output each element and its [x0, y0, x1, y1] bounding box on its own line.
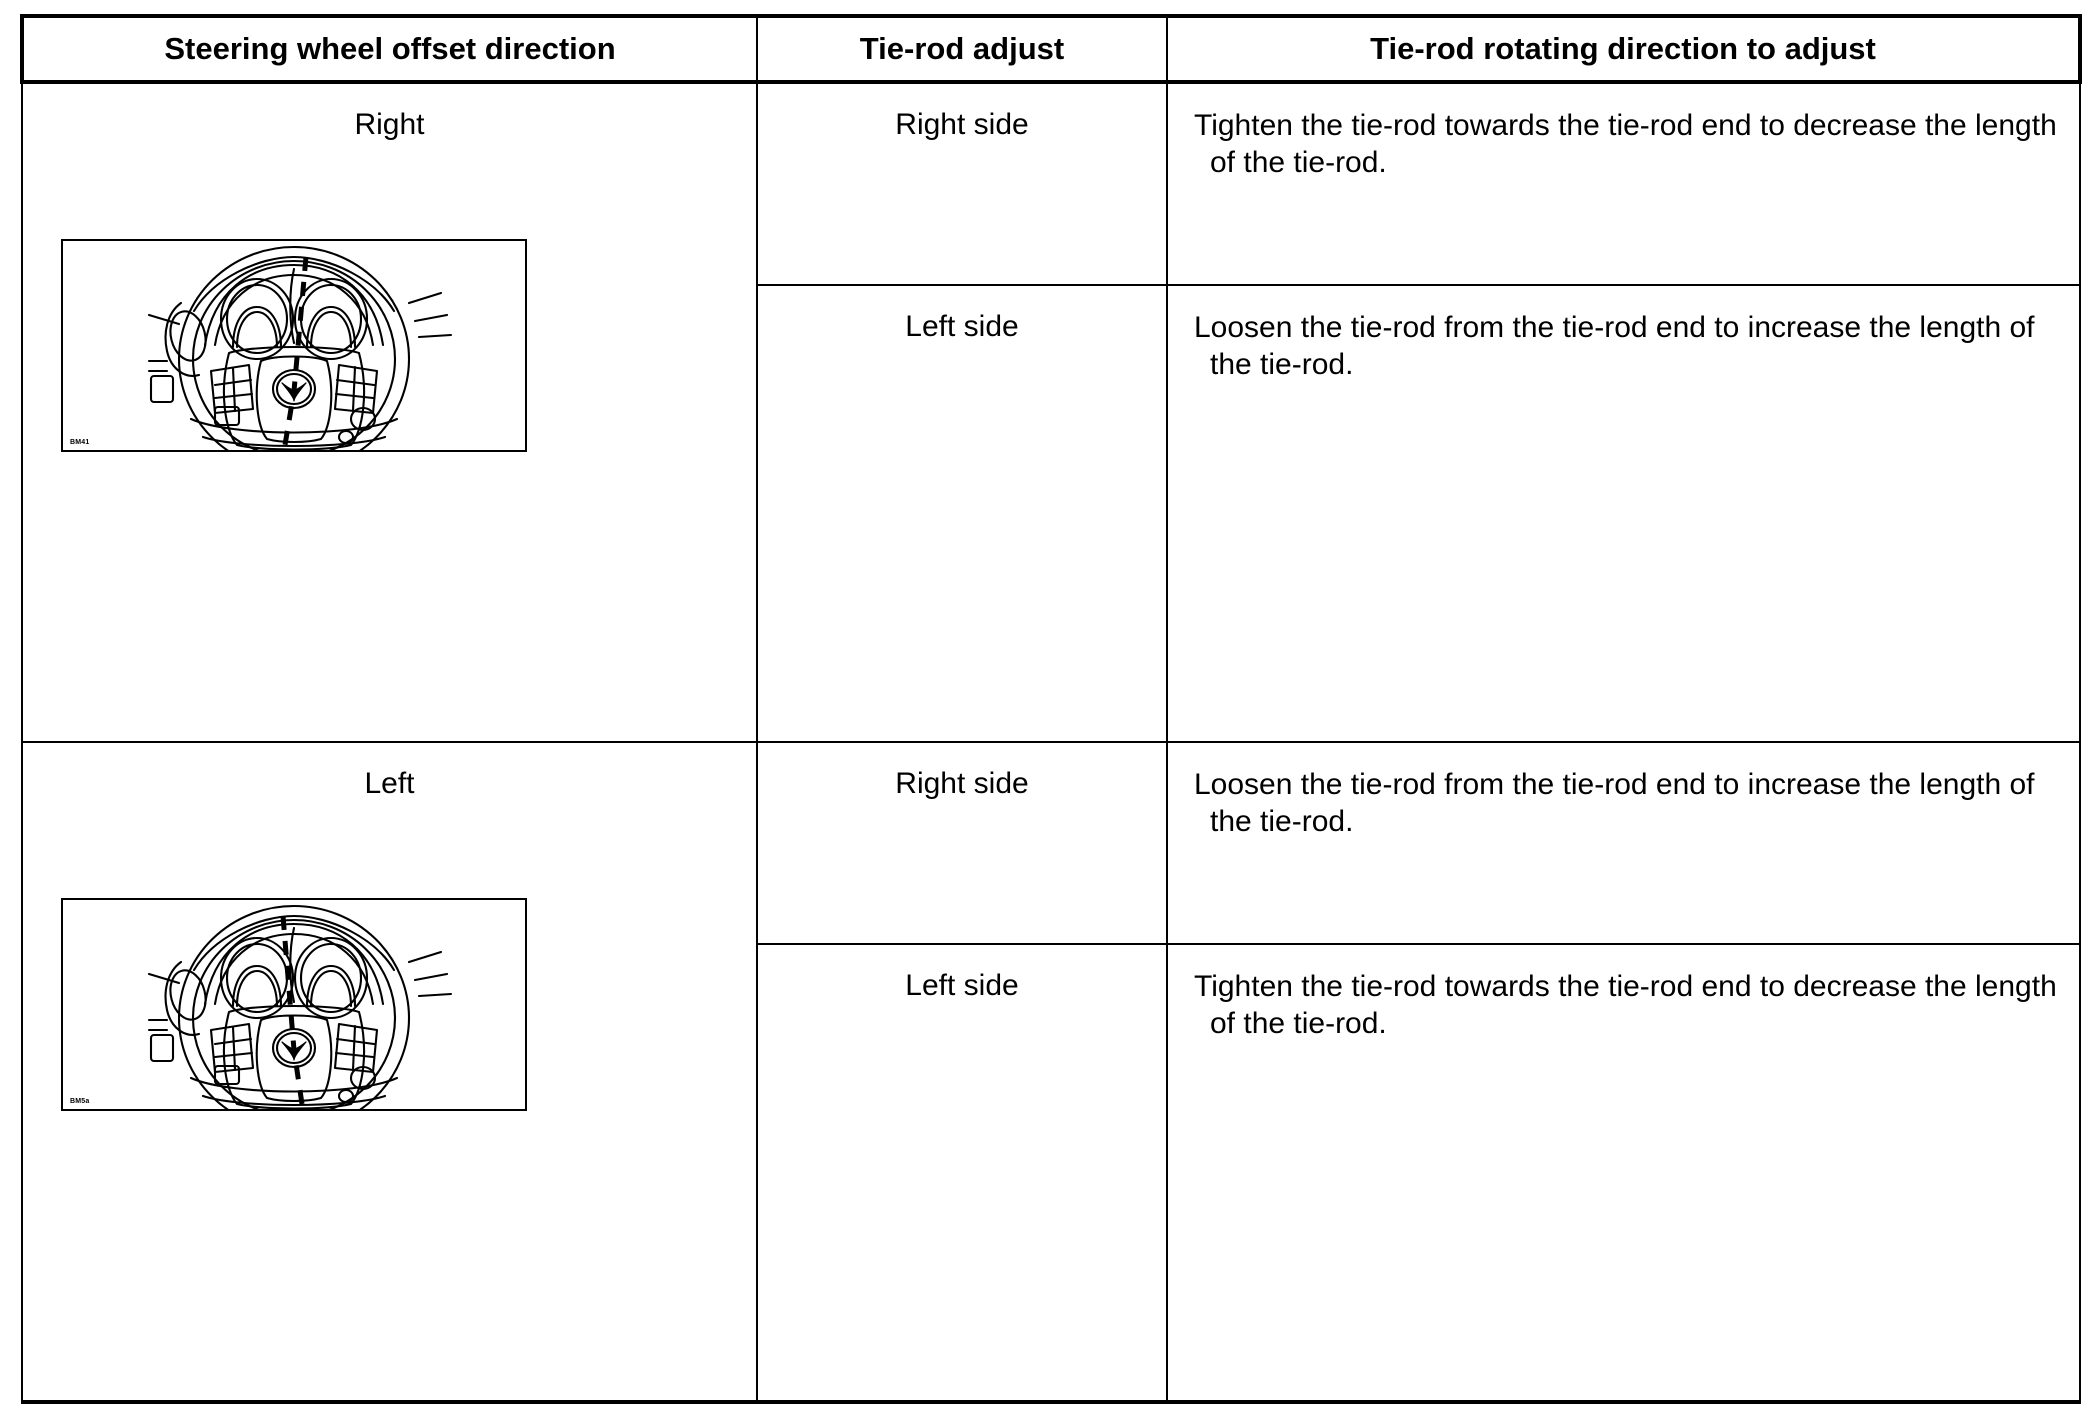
tie-rod-adjust-label: Left side	[905, 310, 1019, 343]
tie-rod-adjust-cell: Left side	[756, 943, 1168, 1404]
offset-direction-cell-right: Right	[21, 81, 758, 743]
figure-code-label: BM41	[70, 439, 90, 446]
offset-direction-label: Left	[364, 767, 415, 800]
column-header-tie-rod-adjust: Tie-rod adjust	[756, 14, 1168, 84]
column-header-tie-rod-rotating-direction: Tie-rod rotating direction to adjust	[1166, 14, 2082, 84]
document-page: Steering wheel offset direction Tie-rod …	[20, 14, 2082, 1404]
tie-rod-rotating-direction-cell: Tighten the tie-rod towards the tie-rod …	[1166, 943, 2081, 1404]
tie-rod-rotating-direction-cell: Tighten the tie-rod towards the tie-rod …	[1166, 81, 2081, 286]
table-header-row: Steering wheel offset direction Tie-rod …	[20, 14, 2082, 84]
figure-code-label: BM5a	[70, 1098, 90, 1105]
tie-rod-rotating-direction-text: Loosen the tie-rod from the tie-rod end …	[1194, 311, 2035, 381]
tie-rod-adjust-label: Right side	[895, 767, 1029, 800]
tie-rod-adjustment-table: Steering wheel offset direction Tie-rod …	[20, 14, 2082, 1404]
tie-rod-rotating-direction-text: Tighten the tie-rod towards the tie-rod …	[1194, 109, 2057, 179]
table-body: Right	[21, 81, 2081, 1404]
tie-rod-adjust-label: Right side	[895, 108, 1029, 141]
tie-rod-rotating-direction-cell: Loosen the tie-rod from the tie-rod end …	[1166, 741, 2081, 945]
table-row: Left	[21, 741, 2081, 1404]
tie-rod-rotating-direction-text: Tighten the tie-rod towards the tie-rod …	[1194, 970, 2057, 1040]
tie-rod-adjust-cell: Left side	[756, 284, 1168, 743]
offset-direction-cell-left: Left	[21, 741, 758, 1404]
tie-rod-rotating-direction-cell: Loosen the tie-rod from the tie-rod end …	[1166, 284, 2081, 743]
steering-wheel-offset-right-illustration: BM41	[61, 239, 527, 452]
offset-direction-label: Right	[354, 108, 425, 141]
tie-rod-adjust-cell: Right side	[756, 81, 1168, 286]
table-header: Steering wheel offset direction Tie-rod …	[20, 14, 2082, 84]
steering-wheel-drawing	[147, 904, 453, 1109]
tie-rod-adjust-label: Left side	[905, 969, 1019, 1002]
steering-wheel-drawing	[147, 245, 453, 450]
tie-rod-adjust-cell: Right side	[756, 741, 1168, 945]
steering-wheel-offset-left-illustration: BM5a	[61, 898, 527, 1111]
table-row: Right	[21, 81, 2081, 743]
column-header-steering-wheel-offset-direction: Steering wheel offset direction	[20, 14, 758, 84]
tie-rod-rotating-direction-text: Loosen the tie-rod from the tie-rod end …	[1194, 768, 2035, 838]
table-row: Left side Loosen the tie-rod from the ti…	[22, 284, 2081, 743]
